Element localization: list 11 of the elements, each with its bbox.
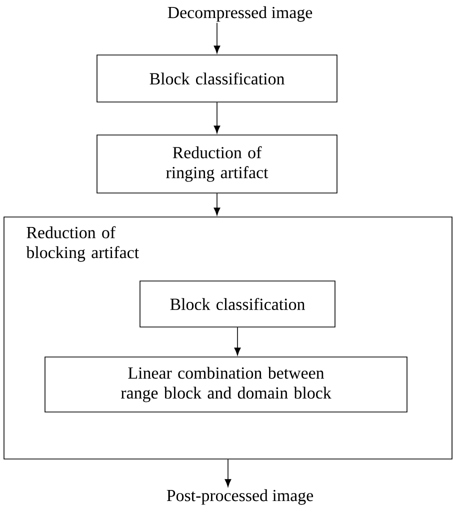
process-box: Block classification <box>96 54 338 102</box>
process-box: Block classification <box>140 280 336 328</box>
arrow <box>214 22 220 54</box>
process-box: Reduction of ringing artifact <box>96 134 338 194</box>
process-box: Linear combination between range block and domain block <box>44 356 408 412</box>
flow-text: Decompressed image <box>168 6 312 22</box>
flow-text: Post-processed image <box>166 489 314 505</box>
arrow <box>214 102 220 134</box>
arrow <box>214 193 220 216</box>
arrow <box>224 459 232 487</box>
arrow <box>234 327 241 356</box>
